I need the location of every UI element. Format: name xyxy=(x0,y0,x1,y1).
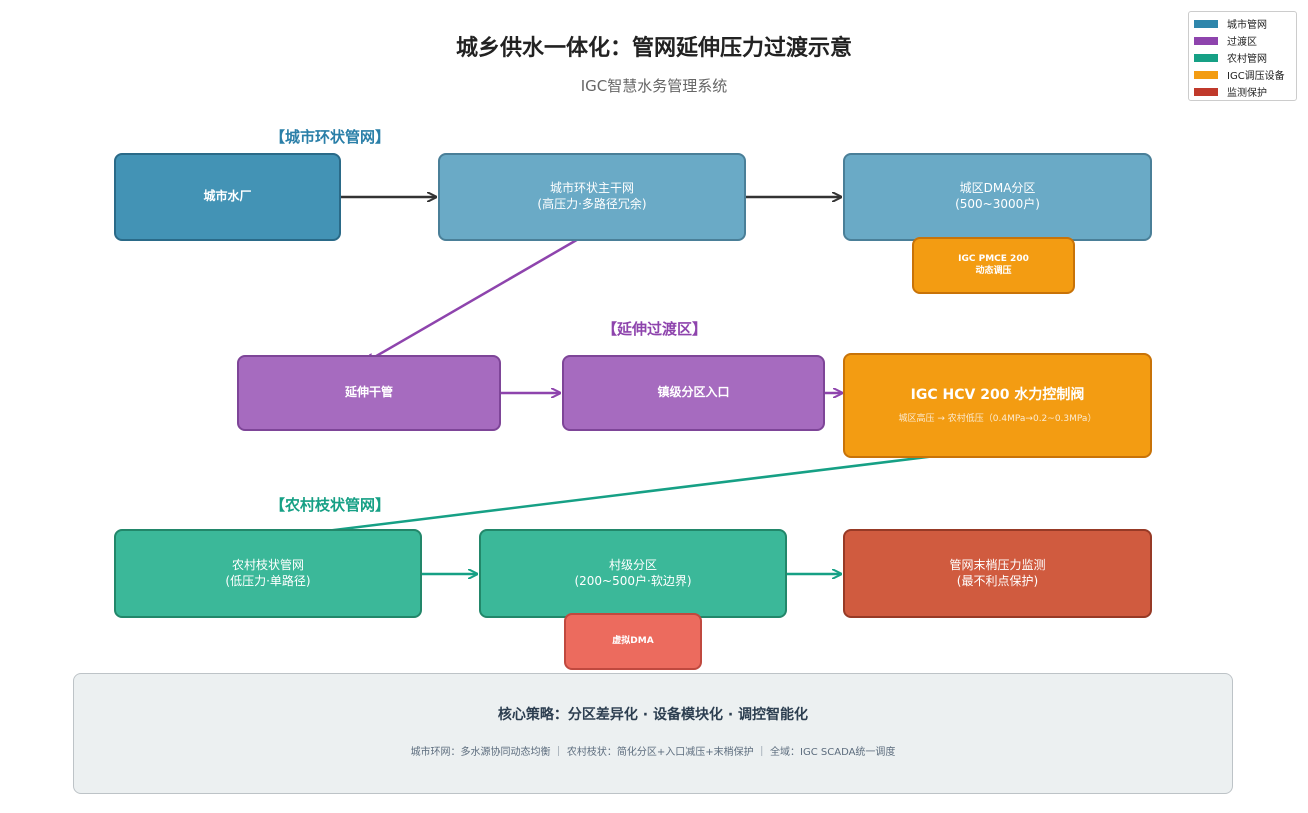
legend-label: IGC调压设备 xyxy=(1227,71,1285,82)
legend-swatch xyxy=(1194,87,1218,96)
strategy-panel: 核心策略：分区差异化 · 设备模块化 · 调控智能化 城市环网：多水源协同动态均… xyxy=(73,673,1233,794)
legend-label: 农村管网 xyxy=(1227,54,1267,65)
node-igc-pmce: IGC PMCE 200 动态调压 xyxy=(912,237,1075,294)
node-virtual-dma-label: 虚拟DMA xyxy=(612,635,654,646)
node-town-zone-inlet: 镇级分区入口 xyxy=(562,355,825,431)
legend-swatch xyxy=(1194,19,1218,28)
node-igc-hcv-label: IGC HCV 200 水力控制阀 xyxy=(910,386,1085,403)
legend: 城市管网 过渡区 农村管网 IGC调压设备 监测保护 xyxy=(1188,11,1297,101)
node-end-monitor: 管网末梢压力监测 (最不利点保护) xyxy=(843,529,1152,618)
node-rural-branch-label: 农村枝状管网 (低压力·单路径) xyxy=(225,557,311,588)
node-extension-main: 延伸干管 xyxy=(237,355,501,431)
legend-item-city: 城市管网 xyxy=(1194,15,1291,32)
legend-item-monitor: 监测保护 xyxy=(1194,83,1291,100)
node-village-zone: 村级分区 (200~500户·软边界) xyxy=(479,529,787,618)
legend-item-rural: 农村管网 xyxy=(1194,49,1291,66)
legend-item-transition: 过渡区 xyxy=(1194,32,1291,49)
legend-swatch xyxy=(1194,53,1218,62)
legend-swatch xyxy=(1194,70,1218,79)
node-city-dma-label: 城区DMA分区 (500~3000户) xyxy=(955,181,1040,211)
legend-label: 监测保护 xyxy=(1227,88,1267,99)
node-virtual-dma: 虚拟DMA xyxy=(564,613,702,670)
node-extension-main-label: 延伸干管 xyxy=(344,385,393,400)
legend-label: 城市管网 xyxy=(1227,20,1267,31)
section-label-transition: 【延伸过渡区】 xyxy=(602,320,708,338)
node-city-plant-label: 城市水厂 xyxy=(203,189,252,204)
arrow-hcv-to-rural xyxy=(269,447,993,538)
node-village-zone-label: 村级分区 (200~500户·软边界) xyxy=(574,557,692,588)
section-label-city: 【城市环状管网】 xyxy=(270,128,391,146)
node-igc-hcv: IGC HCV 200 水力控制阀 城区高压 → 农村低压（0.4MPa→0.2… xyxy=(843,353,1152,458)
legend-item-igc: IGC调压设备 xyxy=(1194,66,1291,83)
node-end-monitor-label: 管网末梢压力监测 (最不利点保护) xyxy=(949,557,1046,588)
node-city-plant: 城市水厂 xyxy=(114,153,341,241)
node-igc-pmce-label: IGC PMCE 200 动态调压 xyxy=(958,253,1029,276)
node-city-ring-main: 城市环状主干网 (高压力·多路径冗余) xyxy=(438,153,746,241)
node-city-ring-main-label: 城市环状主干网 (高压力·多路径冗余) xyxy=(537,181,647,211)
node-city-dma: 城区DMA分区 (500~3000户) xyxy=(843,153,1152,241)
node-town-zone-inlet-label: 镇级分区入口 xyxy=(657,385,730,400)
node-igc-hcv-desc: 城区高压 → 农村低压（0.4MPa→0.2~0.3MPa） xyxy=(898,413,1097,424)
diagram-title: 城乡供水一体化：管网延伸压力过渡示意 xyxy=(455,36,852,61)
node-rural-branch: 农村枝状管网 (低压力·单路径) xyxy=(114,529,422,618)
legend-label: 过渡区 xyxy=(1227,37,1257,48)
section-label-rural: 【农村枝状管网】 xyxy=(270,496,391,514)
strategy-detail: 城市环网：多水源协同动态均衡 ｜ 农村枝状：简化分区+入口减压+末梢保护 ｜ 全… xyxy=(410,747,896,758)
strategy-title: 核心策略：分区差异化 · 设备模块化 · 调控智能化 xyxy=(497,707,809,723)
diagram-subtitle: IGC智慧水务管理系统 xyxy=(580,77,728,95)
arrow-ring-to-extension xyxy=(366,232,588,362)
legend-swatch xyxy=(1194,36,1218,45)
